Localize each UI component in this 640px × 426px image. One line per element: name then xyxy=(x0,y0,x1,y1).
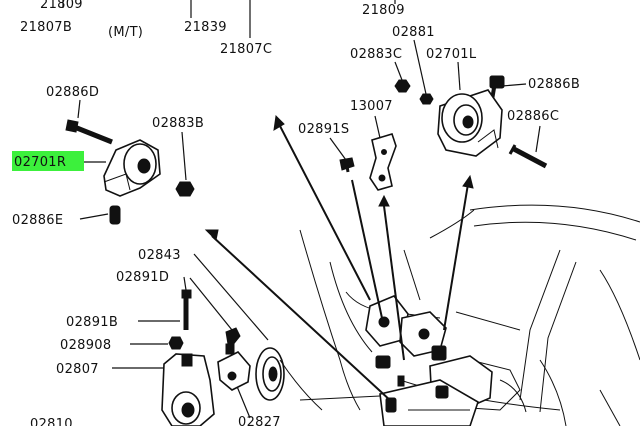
bolt-icon xyxy=(225,327,241,347)
bolt-02886c[interactable] xyxy=(508,144,548,169)
nut-028908[interactable] xyxy=(168,336,184,350)
bolt-icon xyxy=(181,289,192,299)
engine-mount-02701l[interactable] xyxy=(437,89,503,157)
bolt-02886d[interactable] xyxy=(65,119,113,145)
bolt-02891s[interactable] xyxy=(339,157,355,173)
nut-02883c[interactable] xyxy=(394,79,411,93)
nut-icon xyxy=(175,181,195,197)
bolt-icon xyxy=(71,123,113,145)
bolt-icon xyxy=(510,145,548,169)
leader-02886b xyxy=(501,83,527,87)
bolt-icon xyxy=(339,157,355,171)
damper-02843[interactable] xyxy=(255,347,285,401)
leader-02881 xyxy=(413,39,427,95)
label-02701l[interactable]: 02701L xyxy=(426,47,477,62)
label-13007[interactable]: 13007 xyxy=(350,99,393,114)
label-028908[interactable]: 028908 xyxy=(60,338,111,353)
leader-02886c xyxy=(535,125,541,153)
label-02883b[interactable]: 02883B xyxy=(152,116,204,131)
leader-02891d xyxy=(183,276,187,291)
label-02807[interactable]: 02807 xyxy=(56,362,99,377)
leader-02891s xyxy=(329,137,347,161)
label-02886e[interactable]: 02886E xyxy=(12,213,63,228)
left-group: 02886D 02883B 02701R 02886E xyxy=(12,85,204,228)
leader-02843 xyxy=(193,253,269,341)
leader-02701l xyxy=(457,61,461,91)
bolt-02891d[interactable] xyxy=(181,289,192,330)
damper-bracket-02827[interactable] xyxy=(217,343,251,391)
label-21807c[interactable]: 21807C xyxy=(220,42,272,57)
leader-13007 xyxy=(374,115,381,139)
top-left-group: 21809 21807B (M/T) 21839 21807C xyxy=(20,0,272,57)
leader-02883c xyxy=(394,61,403,81)
highlight-02701r xyxy=(12,151,84,171)
bolt-icon xyxy=(489,75,505,89)
nut-icon xyxy=(168,336,184,350)
label-mt: (M/T) xyxy=(108,25,143,40)
label-02810[interactable]: 02810 xyxy=(30,417,73,426)
leader-02886d xyxy=(77,99,81,119)
label-02891s[interactable]: 02891S xyxy=(298,122,349,137)
label-21809-top[interactable]: 21809 xyxy=(40,0,83,12)
pointer-arrows xyxy=(204,114,474,403)
label-02843[interactable]: 02843 xyxy=(138,248,181,263)
leader-02886e xyxy=(79,213,109,220)
nut-icon xyxy=(419,93,434,105)
bracket-13007[interactable] xyxy=(369,133,397,191)
lower-left-group: 02843 02891D 02891B 028908 02807 02827 0… xyxy=(30,248,281,426)
nut-02883b[interactable] xyxy=(175,181,195,197)
engine-mount-02807[interactable] xyxy=(161,353,215,426)
label-21807b[interactable]: 21807B xyxy=(20,20,72,35)
nut-icon xyxy=(109,205,121,225)
top-right-group: 21809 02881 02883C 02701L 02886B 13007 0… xyxy=(298,0,580,161)
label-02883c[interactable]: 02883C xyxy=(350,47,402,62)
nut-02886e[interactable] xyxy=(109,205,121,225)
nut-icon xyxy=(394,79,411,93)
bracket-icon xyxy=(369,133,397,191)
leader-02827 xyxy=(235,383,251,419)
label-02881[interactable]: 02881 xyxy=(392,25,435,40)
leader-02883b xyxy=(181,131,187,181)
label-21809-right[interactable]: 21809 xyxy=(362,3,405,18)
label-02891b[interactable]: 02891B xyxy=(66,315,118,330)
label-21839[interactable]: 21839 xyxy=(184,20,227,35)
label-02886d[interactable]: 02886D xyxy=(46,85,99,100)
label-02701r[interactable]: 02701R xyxy=(14,155,66,170)
engine-mount-02701r[interactable] xyxy=(103,139,161,197)
bolt-02891b[interactable] xyxy=(225,327,241,347)
label-02886b[interactable]: 02886B xyxy=(528,77,580,92)
label-02827[interactable]: 02827 xyxy=(238,415,281,426)
bracket-icon xyxy=(217,351,251,391)
leader-02891d-2 xyxy=(189,277,233,331)
engine-assembly xyxy=(299,295,493,426)
label-02886c[interactable]: 02886C xyxy=(507,109,559,124)
nut-02881[interactable] xyxy=(419,93,434,105)
label-02891d[interactable]: 02891D xyxy=(116,270,169,285)
